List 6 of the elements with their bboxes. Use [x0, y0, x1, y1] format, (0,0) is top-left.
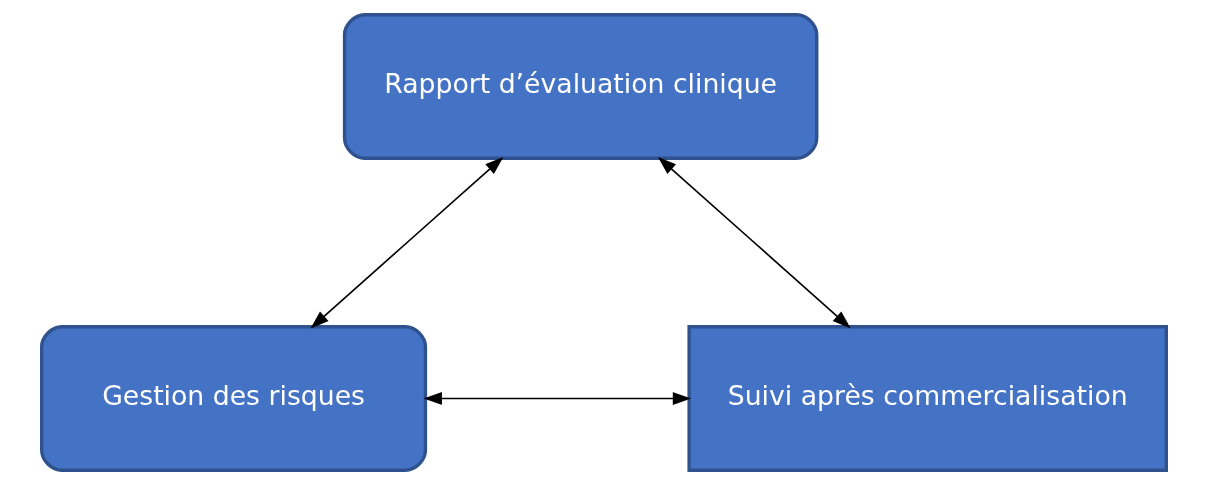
- arrow: [310, 156, 504, 329]
- node-box: Gestion des risques: [40, 325, 428, 472]
- node-box: Rapport d’évaluation clinique: [342, 13, 819, 160]
- arrow: [657, 156, 851, 329]
- arrow: [423, 392, 692, 405]
- node-box: Suivi après commercialisation: [687, 325, 1168, 472]
